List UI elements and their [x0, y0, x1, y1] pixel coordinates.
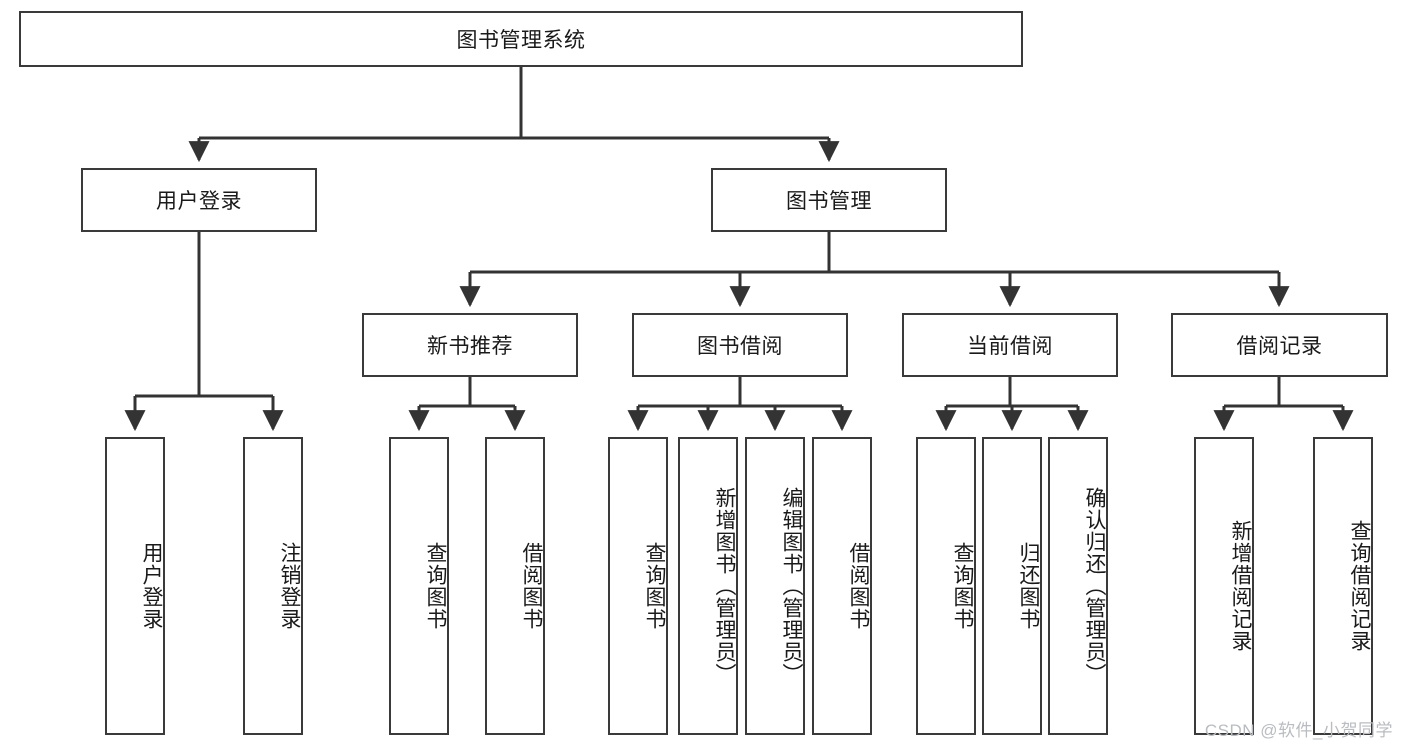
node-book-borrow[interactable]: 图书借阅 [632, 313, 848, 377]
leaf-edit-book-admin[interactable]: 编辑图书（管理员） [745, 437, 805, 735]
leaf-query-borrow-record-label: 查询借阅记录 [1348, 520, 1371, 652]
leaf-user-login-label: 用户登录 [140, 542, 163, 630]
leaf-edit-book-admin-label: 编辑图书（管理员） [780, 487, 803, 685]
leaf-return-book-label: 归还图书 [1017, 542, 1040, 630]
leaf-add-borrow-record[interactable]: 新增借阅记录 [1194, 437, 1254, 735]
node-root-label: 图书管理系统 [456, 29, 586, 52]
leaf-query-book-newbook-label: 查询图书 [424, 542, 447, 630]
leaf-borrow-book-newbook[interactable]: 借阅图书 [485, 437, 545, 735]
node-book-management[interactable]: 图书管理 [711, 168, 947, 232]
leaf-query-book-borrow[interactable]: 查询图书 [608, 437, 668, 735]
node-new-book-recommend-label: 新书推荐 [427, 335, 513, 358]
leaf-query-book-current[interactable]: 查询图书 [916, 437, 976, 735]
leaf-confirm-return-admin-label: 确认归还（管理员） [1083, 487, 1106, 685]
node-book-borrow-label: 图书借阅 [697, 335, 783, 358]
leaf-query-book-borrow-label: 查询图书 [643, 542, 666, 630]
node-book-management-label: 图书管理 [786, 190, 872, 213]
leaf-logout-label: 注销登录 [278, 542, 301, 630]
node-current-borrow[interactable]: 当前借阅 [902, 313, 1118, 377]
leaf-borrow-book[interactable]: 借阅图书 [812, 437, 872, 735]
leaf-query-borrow-record[interactable]: 查询借阅记录 [1313, 437, 1373, 735]
leaf-borrow-book-newbook-label: 借阅图书 [520, 542, 543, 630]
leaf-user-login[interactable]: 用户登录 [105, 437, 165, 735]
node-borrow-record[interactable]: 借阅记录 [1171, 313, 1388, 377]
leaf-add-book-admin-label: 新增图书（管理员） [713, 487, 736, 685]
leaf-add-book-admin[interactable]: 新增图书（管理员） [678, 437, 738, 735]
node-user-login-label: 用户登录 [156, 190, 242, 213]
leaf-return-book[interactable]: 归还图书 [982, 437, 1042, 735]
leaf-confirm-return-admin[interactable]: 确认归还（管理员） [1048, 437, 1108, 735]
node-borrow-record-label: 借阅记录 [1236, 335, 1323, 358]
leaf-query-book-current-label: 查询图书 [951, 542, 974, 630]
node-current-borrow-label: 当前借阅 [967, 335, 1053, 358]
leaf-add-borrow-record-label: 新增借阅记录 [1229, 520, 1252, 652]
node-new-book-recommend[interactable]: 新书推荐 [362, 313, 578, 377]
leaf-borrow-book-label: 借阅图书 [847, 542, 870, 630]
node-root[interactable]: 图书管理系统 [19, 11, 1023, 67]
leaf-query-book-newbook[interactable]: 查询图书 [389, 437, 449, 735]
watermark-text: CSDN @软件_小贺同学 [1204, 721, 1393, 740]
node-user-login[interactable]: 用户登录 [81, 168, 317, 232]
leaf-logout[interactable]: 注销登录 [243, 437, 303, 735]
